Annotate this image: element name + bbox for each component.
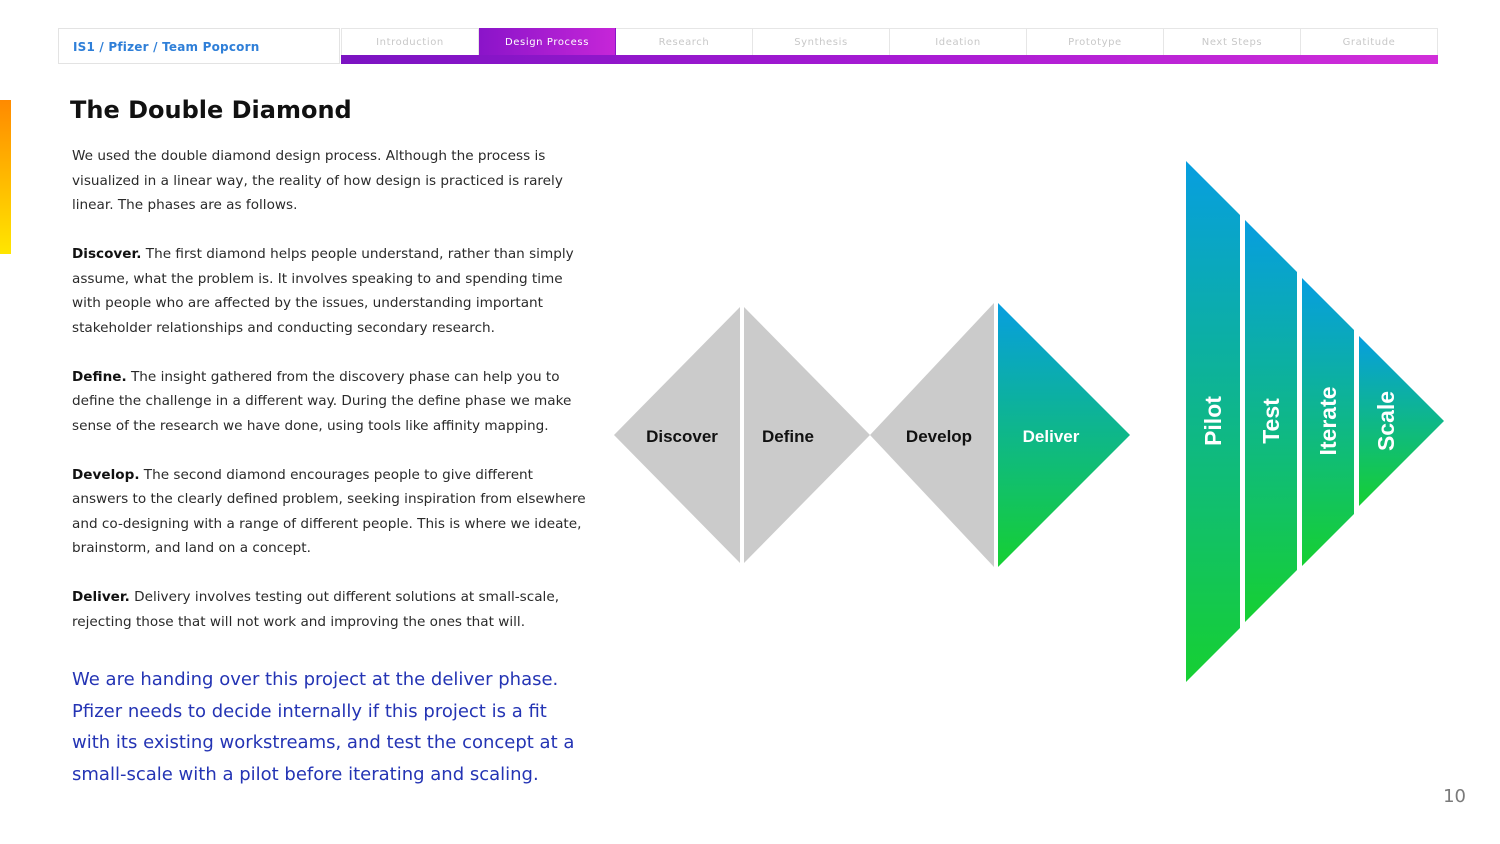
tab-progress-bar: [341, 55, 1438, 64]
tab-research[interactable]: Research: [616, 28, 753, 55]
discover-shape: [614, 307, 740, 563]
tab-prototype[interactable]: Prototype: [1027, 28, 1164, 55]
discover-label: Discover: [646, 427, 718, 446]
test-arrow-shape: [1245, 220, 1297, 622]
scale-label: Scale: [1373, 391, 1399, 451]
define-paragraph: Define. The insight gathered from the di…: [72, 365, 587, 439]
tab-next-steps[interactable]: Next Steps: [1164, 28, 1301, 55]
intro-paragraph: We used the double diamond design proces…: [72, 148, 563, 213]
page-title: The Double Diamond: [70, 96, 352, 124]
test-label: Test: [1258, 398, 1284, 444]
tab-synthesis[interactable]: Synthesis: [753, 28, 890, 55]
tab-design-process[interactable]: Design Process: [479, 28, 616, 55]
deliver-label: Deliver: [1023, 427, 1080, 446]
deliver-description: Delivery involves testing out different …: [72, 589, 560, 630]
iterate-arrow-shape: [1302, 278, 1354, 566]
pilot-label: Pilot: [1200, 396, 1226, 446]
deliver-shape: [998, 303, 1130, 567]
define-label: Define: [762, 427, 814, 446]
define-shape: [744, 307, 870, 563]
side-accent-bar: [0, 100, 11, 254]
discover-paragraph: Discover. The first diamond helps people…: [72, 242, 587, 340]
breadcrumb[interactable]: IS1 / Pfizer / Team Popcorn: [73, 40, 260, 54]
define-term: Define.: [72, 368, 127, 385]
handover-statement: We are handing over this project at the …: [72, 669, 575, 785]
deliver-paragraph: Deliver. Delivery involves testing out d…: [72, 585, 587, 634]
tab-strip: Introduction Design Process Research Syn…: [341, 28, 1438, 55]
deliver-term: Deliver.: [72, 589, 130, 605]
breadcrumb-box: IS1 / Pfizer / Team Popcorn: [58, 28, 340, 64]
discover-term: Discover.: [72, 246, 142, 262]
pilot-arrow-shape: [1186, 161, 1240, 682]
scale-arrow-shape: [1359, 336, 1444, 506]
develop-label: Develop: [906, 427, 972, 446]
page-number: 10: [1443, 786, 1466, 807]
tab-gratitude[interactable]: Gratitude: [1301, 28, 1438, 55]
define-description: The insight gathered from the discovery …: [72, 368, 572, 434]
body-text: We used the double diamond design proces…: [72, 144, 587, 659]
tab-ideation[interactable]: Ideation: [890, 28, 1027, 55]
develop-description: The second diamond encourages people to …: [72, 466, 586, 557]
develop-term: Develop.: [72, 466, 140, 483]
iterate-label: Iterate: [1315, 386, 1341, 455]
header: IS1 / Pfizer / Team Popcorn Introduction…: [58, 28, 1438, 64]
develop-paragraph: Develop. The second diamond encourages p…: [72, 463, 587, 561]
tab-introduction[interactable]: Introduction: [341, 28, 479, 55]
develop-shape: [870, 303, 994, 567]
discover-description: The first diamond helps people understan…: [72, 246, 574, 336]
